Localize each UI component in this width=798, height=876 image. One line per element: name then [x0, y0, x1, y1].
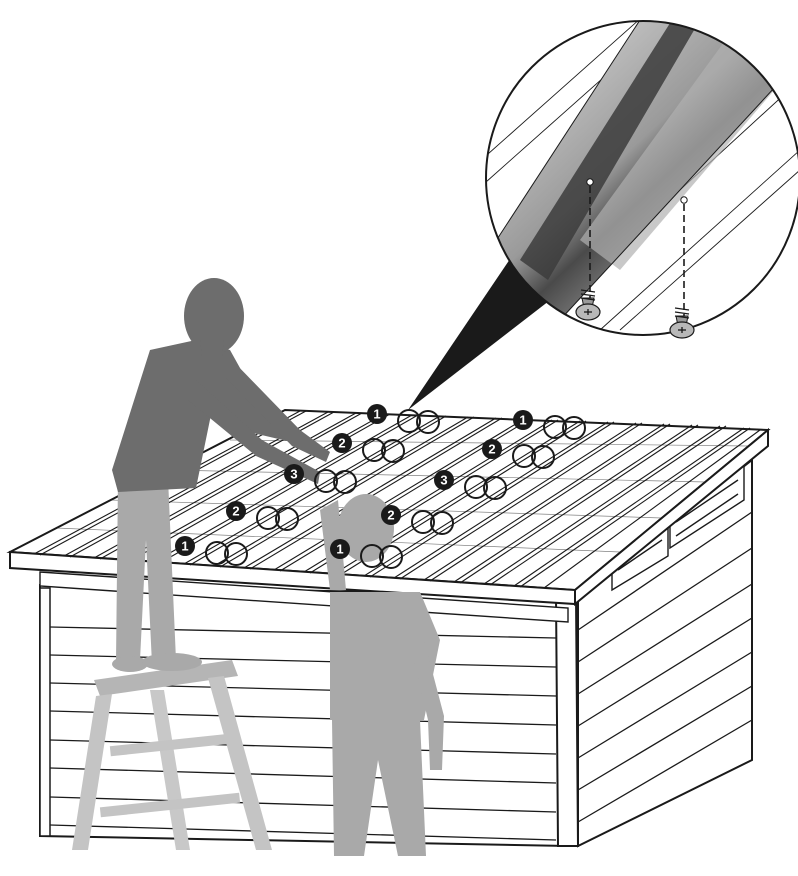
step-number-label: 1	[181, 539, 188, 554]
step-number-label: 1	[519, 413, 526, 428]
step-number-label: 2	[232, 504, 239, 519]
step-number-label: 3	[290, 467, 297, 482]
step-number-label: 3	[440, 473, 447, 488]
step-number-label: 1	[373, 407, 380, 422]
step-number-label: 2	[387, 508, 394, 523]
step-number-label: 1	[336, 542, 343, 557]
step-number-label: 2	[338, 436, 345, 451]
step-number-label: 2	[488, 442, 495, 457]
